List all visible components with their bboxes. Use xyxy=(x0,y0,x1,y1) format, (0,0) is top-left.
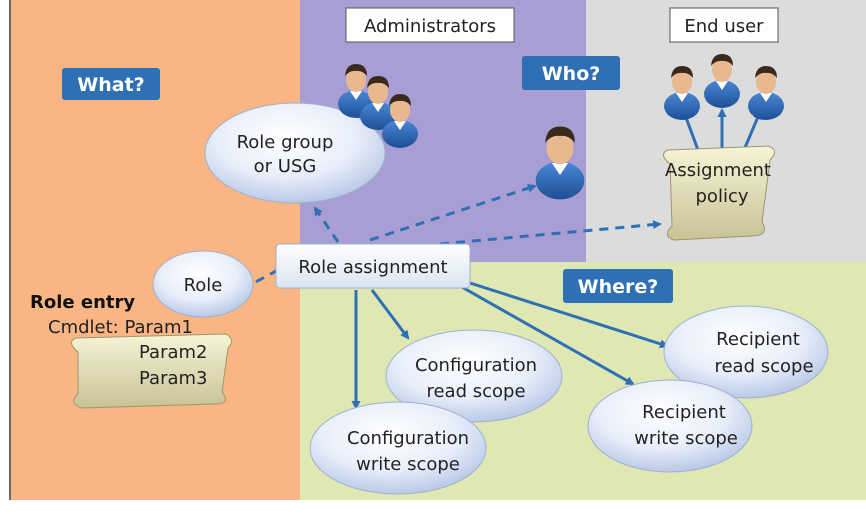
role-label: Role xyxy=(184,275,223,296)
scroll-icon xyxy=(663,145,775,241)
config-read-line2: read scope xyxy=(426,381,525,402)
arrow-role-assignment-to-role xyxy=(251,268,279,286)
where-badge xyxy=(563,269,673,303)
role-group-line2: or USG xyxy=(254,156,317,177)
end-user-header: End user xyxy=(684,16,764,37)
arrow-to-recipient-write xyxy=(459,284,635,386)
end-user-header-box xyxy=(669,7,779,43)
role-entry-scroll xyxy=(71,333,232,409)
arrow-to-role-group xyxy=(313,206,340,243)
arrow-to-recipient-read xyxy=(469,281,669,349)
arrow-to-assignment-policy xyxy=(439,220,662,246)
role-node xyxy=(152,250,254,318)
recipient-read-line2: read scope xyxy=(714,356,813,377)
recipient-read-line1: Recipient xyxy=(716,329,800,350)
recipient-write-line1: Recipient xyxy=(642,402,726,423)
administrators-header: Administrators xyxy=(364,16,496,37)
who-badge xyxy=(522,56,620,90)
config-write-line2: write scope xyxy=(356,454,460,475)
recipient-write-line2: write scope xyxy=(634,428,738,449)
role-assignment-label: Role assignment xyxy=(298,257,447,278)
where-badge-label: Where? xyxy=(578,276,659,298)
assignment-policy-line2: policy xyxy=(696,186,749,207)
role-entry-line1: Cmdlet: Param1 xyxy=(48,317,193,338)
role-group-node xyxy=(204,102,386,204)
role-group-line1: Role group xyxy=(237,132,334,153)
recipient-write-scope-node xyxy=(587,379,753,473)
administrators-header-box xyxy=(345,7,515,43)
arrow-policy-to-user-right xyxy=(742,110,762,151)
role-entry-line2: Param2 xyxy=(139,342,208,363)
what-badge xyxy=(62,68,160,100)
arrow-to-config-read xyxy=(370,289,410,340)
role-assignment-node xyxy=(275,243,471,289)
who-badge-label: Who? xyxy=(542,63,601,85)
assignment-policy-node: Assignment policy xyxy=(663,145,775,241)
role-entry-line3: Param3 xyxy=(139,368,208,389)
role-entry-title: Role entry xyxy=(30,292,135,313)
config-read-scope-node xyxy=(385,329,563,423)
assignment-policy-line1: Assignment xyxy=(665,160,771,181)
arrow-to-administrator xyxy=(369,183,537,242)
config-write-line1: Configuration xyxy=(347,428,469,449)
recipient-read-scope-node xyxy=(663,305,829,399)
config-read-line1: Configuration xyxy=(415,355,537,376)
config-write-scope-node xyxy=(309,401,487,495)
what-badge-label: What? xyxy=(77,74,144,96)
